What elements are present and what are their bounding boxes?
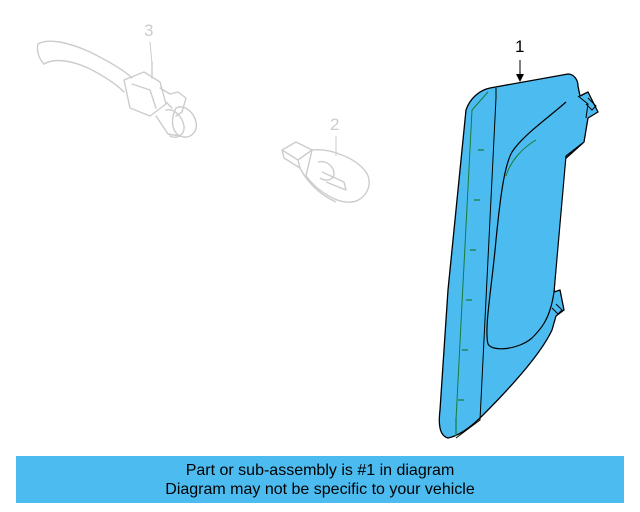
part-2-bulb: [281, 141, 370, 203]
banner-line-1: Part or sub-assembly is #1 in diagram: [185, 462, 455, 479]
banner-line-2: Diagram may not be specific to your vehi…: [165, 481, 475, 498]
callout-3-label: 3: [144, 21, 153, 40]
callout-1-arrowhead: [516, 74, 524, 82]
callout-2-label: 2: [330, 115, 339, 134]
callout-3-leader: [149, 41, 153, 65]
part-1-side-marker-lamp: [438, 73, 599, 439]
part-3-socket-wire: [36, 40, 197, 138]
info-banner: Part or sub-assembly is #1 in diagram Di…: [16, 456, 624, 503]
callout-1-label: 1: [515, 37, 524, 56]
